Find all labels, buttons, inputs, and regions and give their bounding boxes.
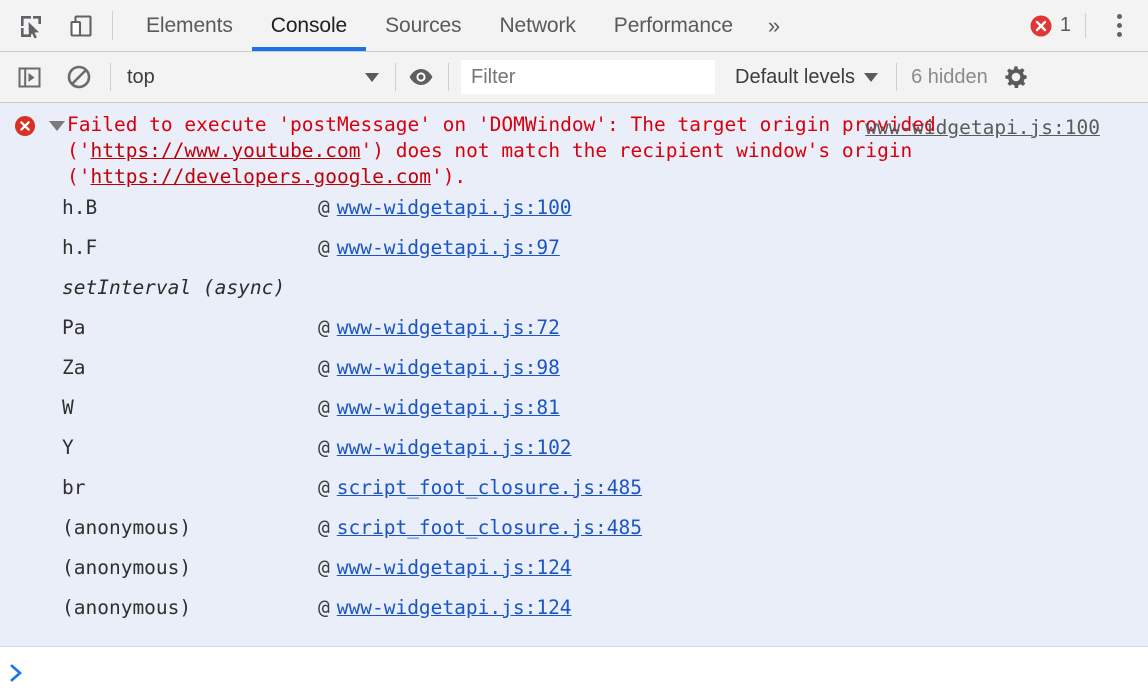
tab-performance[interactable]: Performance — [595, 0, 752, 51]
console-error-message[interactable]: Failed to execute 'postMessage' on 'DOMW… — [0, 103, 1148, 647]
show-console-sidebar-icon[interactable] — [10, 58, 48, 96]
error-message-header: Failed to execute 'postMessage' on 'DOMW… — [0, 103, 1148, 196]
tabbar-right-controls: 1 — [1023, 0, 1148, 51]
log-levels-selector[interactable]: Default levels — [729, 58, 884, 96]
stack-frame-function: (anonymous) — [62, 596, 192, 619]
toolbar-divider-1 — [110, 63, 111, 91]
console-prompt-input[interactable] — [34, 661, 1148, 689]
stack-frame-async: setInterval (async) — [0, 276, 1148, 316]
stack-frame-link[interactable]: script_foot_closure.js:485 — [336, 476, 642, 499]
stack-frame-at: @ — [318, 236, 330, 259]
stack-frame-function: (anonymous) — [62, 516, 192, 539]
stack-frame-function: br — [62, 476, 86, 499]
error-circle-icon — [1030, 15, 1052, 36]
stack-frame-function: (anonymous) — [62, 556, 192, 579]
chevron-down-icon — [365, 72, 379, 82]
stack-frame-function: Za — [62, 356, 86, 379]
tab-sources[interactable]: Sources — [366, 0, 480, 51]
stack-frame-function: Y — [62, 436, 74, 459]
panel-tabs: Elements Console Sources Network Perform… — [127, 0, 796, 51]
stack-frame: Pa @ www-widgetapi.js:72 — [0, 316, 1148, 356]
filter-input[interactable] — [461, 60, 715, 94]
stack-frame: Za @ www-widgetapi.js:98 — [0, 356, 1148, 396]
devtools-tabbar: Elements Console Sources Network Perform… — [0, 0, 1148, 52]
tab-performance-label: Performance — [613, 13, 733, 37]
stack-frame-function: h.B — [62, 196, 98, 219]
execution-context-label: top — [127, 65, 155, 88]
tab-console-label: Console — [270, 13, 348, 37]
stack-frame: W @ www-widgetapi.js:81 — [0, 396, 1148, 436]
stack-frame-at: @ — [318, 436, 330, 459]
device-toolbar-icon[interactable] — [64, 9, 98, 43]
chevron-down-icon — [864, 72, 879, 82]
stack-frame: h.B @ www-widgetapi.js:100 — [0, 196, 1148, 236]
tab-network[interactable]: Network — [480, 0, 594, 51]
expanded-triangle-icon[interactable] — [49, 121, 65, 131]
stack-frame-function: h.F — [62, 236, 98, 259]
stack-frame-at: @ — [318, 556, 330, 579]
stack-frame: Y @ www-widgetapi.js:102 — [0, 436, 1148, 476]
stack-frame-at: @ — [318, 596, 330, 619]
console-message-area: Failed to execute 'postMessage' on 'DOMW… — [0, 103, 1148, 690]
stack-frame-link[interactable]: script_foot_closure.js:485 — [336, 516, 642, 539]
toolbar-divider-2 — [395, 63, 396, 91]
tabbar-right-divider — [1085, 13, 1086, 38]
console-toolbar: top Default levels 6 hidden — [0, 52, 1148, 103]
prompt-chevron-icon — [0, 661, 34, 683]
console-prompt-area[interactable] — [0, 647, 1148, 690]
tabbar-divider — [112, 11, 113, 40]
kebab-menu-icon[interactable] — [1100, 7, 1138, 45]
stack-frame: br @ script_foot_closure.js:485 — [0, 476, 1148, 516]
error-url-youtube[interactable]: https://www.youtube.com — [90, 139, 361, 162]
gear-icon[interactable] — [1002, 63, 1030, 91]
toolbar-divider-4 — [896, 63, 898, 91]
stack-frame-function: Pa — [62, 316, 86, 339]
error-stack-trace: h.B @ www-widgetapi.js:100 h.F @ www-wid… — [0, 196, 1148, 646]
toolbar-divider-3 — [448, 63, 449, 91]
stack-frame: (anonymous) @ script_foot_closure.js:485 — [0, 516, 1148, 556]
error-count-label: 1 — [1059, 14, 1071, 36]
error-text-part2: ') does not match the recipient window's… — [67, 139, 913, 188]
tab-elements[interactable]: Elements — [127, 0, 252, 51]
stack-frame-link[interactable]: www-widgetapi.js:72 — [336, 316, 560, 339]
stack-frame-at: @ — [318, 316, 330, 339]
error-text-part3: '). — [430, 165, 467, 188]
stack-frame-at: @ — [318, 396, 330, 419]
stack-frame-function: setInterval (async) — [62, 276, 286, 299]
stack-frame-link[interactable]: www-widgetapi.js:102 — [336, 436, 572, 459]
stack-frame-link[interactable]: www-widgetapi.js:81 — [336, 396, 560, 419]
tab-sources-label: Sources — [385, 13, 462, 37]
error-circle-icon — [15, 116, 35, 136]
error-text-part1: Failed to execute 'postMessage' on 'DOMW… — [67, 113, 936, 162]
stack-frame-link[interactable]: www-widgetapi.js:100 — [336, 196, 572, 219]
stack-frame: (anonymous) @ www-widgetapi.js:124 — [0, 556, 1148, 596]
stack-frame-link[interactable]: www-widgetapi.js:124 — [336, 556, 572, 579]
error-message-text: Failed to execute 'postMessage' on 'DOMW… — [67, 112, 1136, 190]
clear-console-icon[interactable] — [60, 58, 98, 96]
stack-frame: (anonymous) @ www-widgetapi.js:124 — [0, 596, 1148, 636]
stack-frame-link[interactable]: www-widgetapi.js:97 — [336, 236, 560, 259]
more-tabs-button[interactable]: » — [767, 12, 781, 38]
stack-frame-at: @ — [318, 476, 330, 499]
tab-elements-label: Elements — [146, 13, 233, 37]
stack-frame-link[interactable]: www-widgetapi.js:98 — [336, 356, 560, 379]
tab-console[interactable]: Console — [251, 0, 367, 51]
execution-context-selector[interactable]: top — [123, 58, 389, 96]
stack-frame-at: @ — [318, 516, 330, 539]
live-expression-eye-icon[interactable] — [402, 58, 440, 96]
error-count-badge[interactable]: 1 — [1023, 14, 1077, 38]
stack-frame-at: @ — [318, 196, 330, 219]
stack-frame: h.F @ www-widgetapi.js:97 — [0, 236, 1148, 276]
error-source-link[interactable]: www-widgetapi.js:100 — [865, 116, 1100, 139]
stack-frame-at: @ — [318, 356, 330, 379]
stack-frame-link[interactable]: www-widgetapi.js:124 — [336, 596, 572, 619]
log-levels-label: Default levels — [735, 65, 856, 88]
tabbar-left-icons — [0, 0, 98, 51]
hidden-messages-count: 6 hidden — [911, 65, 988, 88]
stack-frame-function: W — [62, 396, 74, 419]
tab-network-label: Network — [499, 13, 576, 37]
error-url-google[interactable]: https://developers.google.com — [90, 165, 431, 188]
inspect-element-icon[interactable] — [14, 9, 48, 43]
